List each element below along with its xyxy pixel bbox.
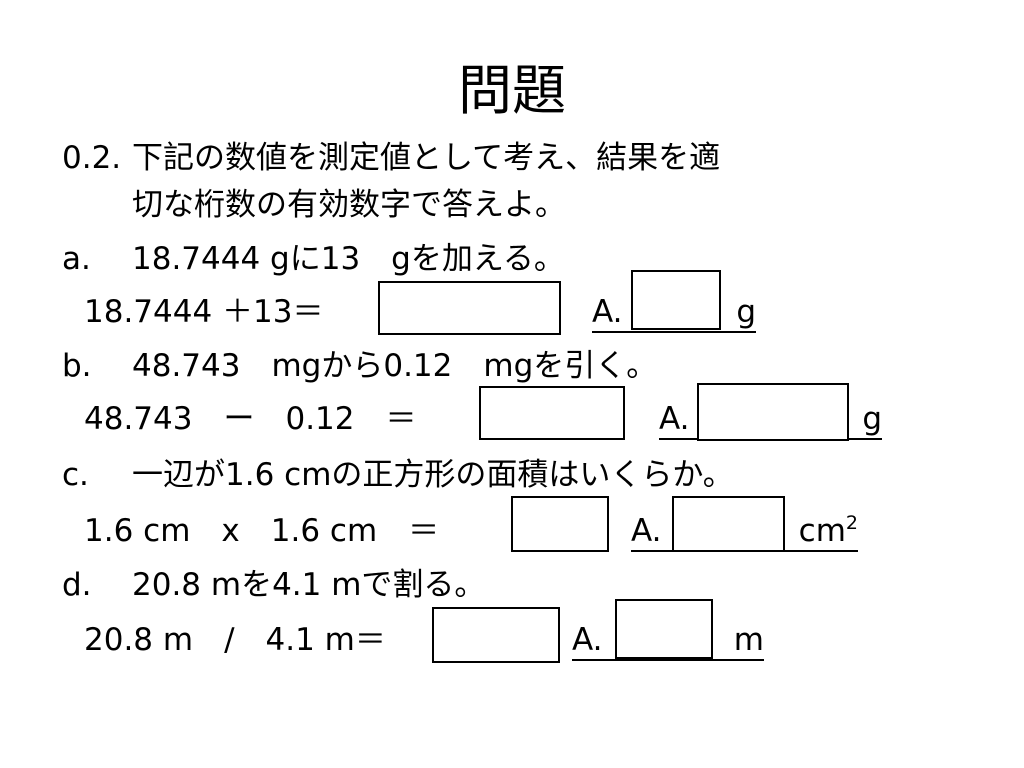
item-a-marker: a. bbox=[62, 241, 91, 277]
item-a-answer-label: A. bbox=[592, 294, 623, 330]
item-b-question: 48.743 mgから0.12 mgを引く。 bbox=[132, 348, 658, 384]
item-d-answer-line: A. m bbox=[572, 621, 764, 661]
item-c-expression: 1.6 cm x 1.6 cm ＝ bbox=[84, 513, 440, 549]
item-b-expression: 48.743 ー 0.12 ＝ bbox=[84, 401, 417, 437]
item-c-answer-box[interactable] bbox=[672, 496, 785, 552]
item-c-answer-label: A. bbox=[631, 513, 662, 549]
item-c-unit-exponent: 2 bbox=[845, 512, 858, 534]
item-b-answer-label: A. bbox=[659, 401, 690, 437]
item-c-result-box[interactable] bbox=[511, 496, 609, 552]
item-d-question: 20.8 mを4.1 mで割る。 bbox=[132, 567, 486, 603]
item-b-result-box[interactable] bbox=[479, 386, 625, 440]
item-a-question: 18.7444 gに13 gを加える。 bbox=[132, 241, 565, 277]
problem-number: 0.2. bbox=[62, 140, 122, 176]
item-d-answer-box[interactable] bbox=[615, 599, 713, 659]
item-c-unit-wrap: cm2 bbox=[799, 512, 858, 550]
item-a-result-box[interactable] bbox=[378, 281, 561, 335]
item-c-marker: c. bbox=[62, 457, 89, 493]
item-d-expression: 20.8 m / 4.1 m＝ bbox=[84, 622, 386, 658]
item-b-answer-box[interactable] bbox=[697, 383, 849, 441]
problem-instruction-line-2: 切な桁数の有効数字で答えよ。 bbox=[132, 187, 566, 223]
item-b-marker: b. bbox=[62, 348, 92, 384]
item-d-unit: m bbox=[733, 622, 764, 658]
item-d-result-box[interactable] bbox=[432, 607, 560, 663]
item-c-question: 一辺が1.6 cmの正方形の面積はいくらか。 bbox=[132, 457, 734, 493]
item-a-expression: 18.7444 ＋13＝ bbox=[84, 294, 324, 330]
item-c-unit: cm bbox=[798, 513, 846, 549]
slide-title: 問題 bbox=[458, 59, 566, 122]
item-b-unit: g bbox=[862, 401, 882, 437]
item-a-unit: g bbox=[736, 294, 756, 330]
item-a-answer-box[interactable] bbox=[631, 270, 721, 330]
item-d-marker: d. bbox=[62, 567, 92, 603]
item-a-answer-line: A. g bbox=[592, 293, 756, 333]
problem-instruction-line-1: 下記の数値を測定値として考え、結果を適 bbox=[132, 140, 721, 176]
item-d-answer-label: A. bbox=[572, 622, 603, 658]
